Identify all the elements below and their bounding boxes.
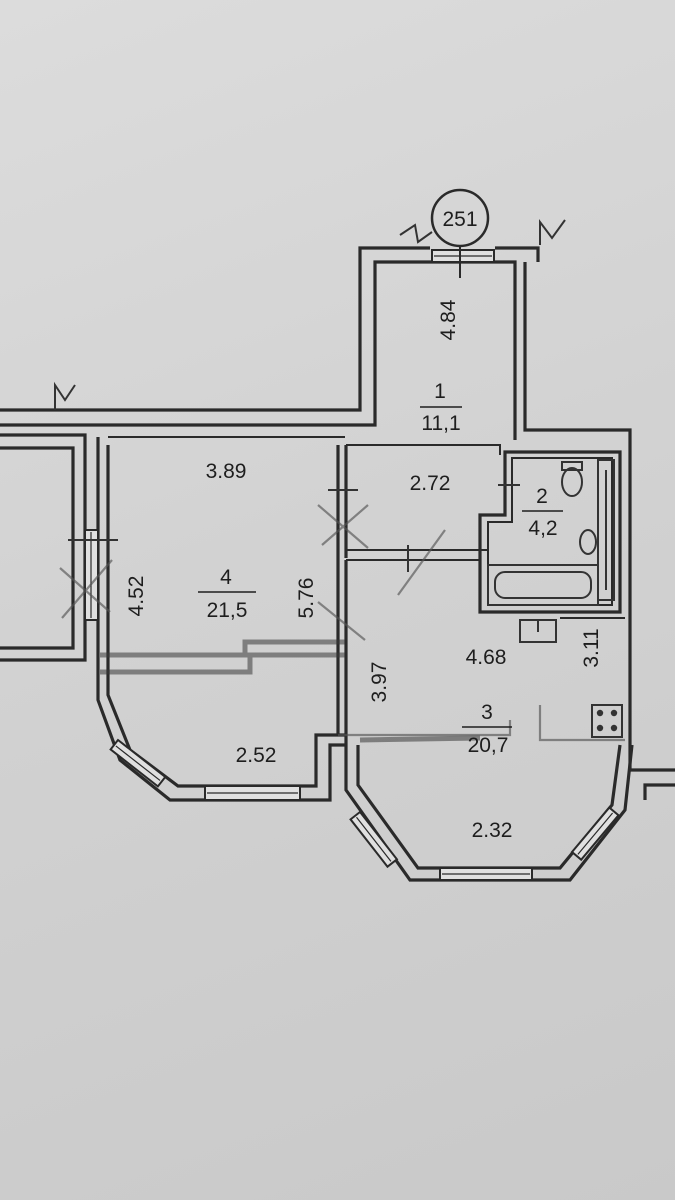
room-2-number: 2: [536, 485, 548, 508]
room-4-number: 4: [220, 566, 232, 589]
bathtub-icon: [487, 564, 599, 606]
window-bay-left: [109, 738, 167, 788]
dim-room4-width: 3.89: [206, 460, 247, 483]
bathroom-fixtures: [487, 459, 615, 606]
vent-symbol-left: [54, 381, 76, 410]
dim-room4-depth-left: 4.52: [125, 576, 148, 617]
pencil-marks: [59, 504, 625, 743]
shower-rack-icon: [597, 459, 615, 601]
apartment-number: 251: [442, 208, 477, 231]
room-3-area: 20,7: [468, 734, 509, 757]
room-1-area: 11,1: [421, 412, 460, 435]
toilet-icon: [561, 461, 583, 497]
room-2-area: 4,2: [528, 517, 557, 540]
dim-room3-depth-left: 3.97: [368, 662, 391, 703]
vent-symbol-top-right: [539, 219, 566, 245]
dim-room3-depth-right: 3.11: [580, 628, 603, 667]
kitchen-fixtures: [519, 617, 625, 738]
dim-corridor-width: 2.72: [410, 472, 451, 495]
dim-room4-depth-right: 5.76: [295, 578, 318, 619]
washbasin-icon: [579, 529, 597, 555]
dim-room3-bay: 2.32: [472, 819, 513, 842]
apartment-number-badge: 251: [430, 188, 490, 278]
room-labels: 4.84 1 11,1 2.72 2 4,2 3.89 4 21,5 4.52 …: [125, 299, 603, 842]
windows: [84, 249, 620, 881]
window-room3-right: [570, 806, 620, 862]
room-3-number: 3: [481, 701, 493, 724]
sink-icon: [519, 619, 557, 643]
vent-symbols: [54, 219, 566, 410]
room-1-number: 1: [434, 380, 446, 403]
room-4-area: 21,5: [207, 599, 248, 622]
dim-corridor-length: 4.84: [437, 299, 460, 340]
stove-icon: [591, 704, 623, 738]
dim-room4-bay: 2.52: [236, 744, 277, 767]
dim-room3-width: 4.68: [466, 646, 507, 669]
door-marks: [68, 484, 520, 572]
window-room3-left: [349, 810, 399, 869]
vent-symbol-top-left: [399, 223, 433, 244]
